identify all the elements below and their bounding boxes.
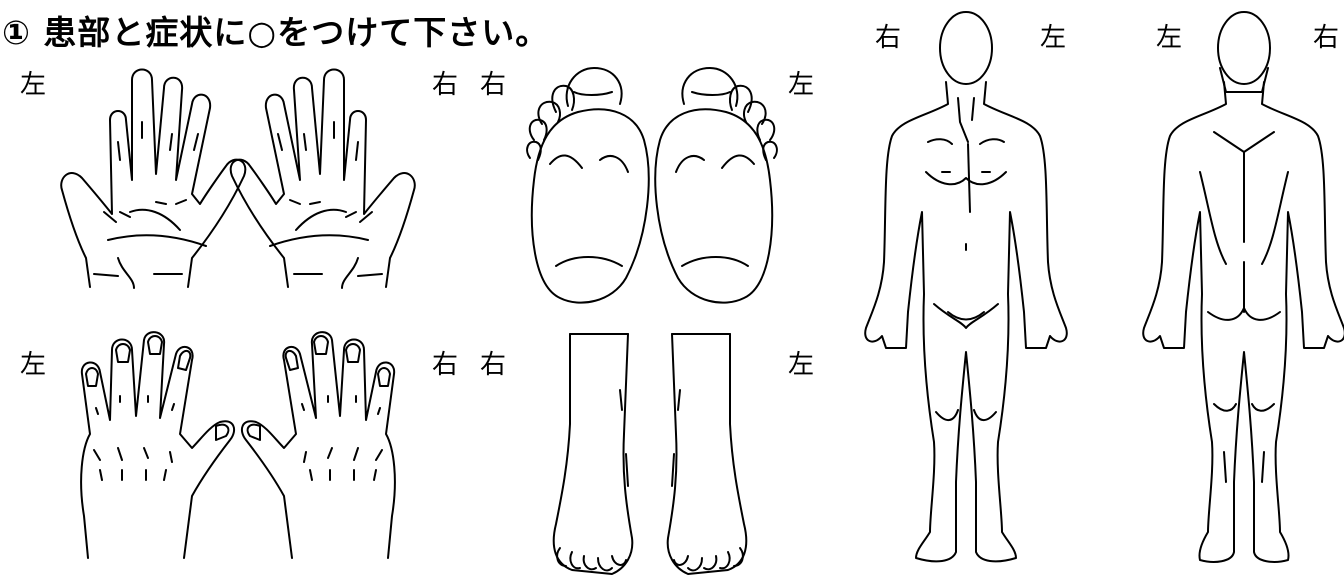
- left-foot-front-figure[interactable]: [668, 334, 758, 578]
- label-palms-right: 右: [432, 72, 458, 98]
- label-soles-left: 左: [788, 72, 814, 98]
- right-sole-figure[interactable]: [530, 60, 660, 310]
- right-foot-front-figure[interactable]: [562, 334, 652, 578]
- body-front-figure[interactable]: [876, 12, 1066, 572]
- right-hand-back-figure[interactable]: [236, 330, 426, 570]
- left-hand-back-figure[interactable]: [60, 330, 250, 570]
- label-palms-left: 左: [20, 72, 46, 98]
- right-palm-figure[interactable]: [226, 62, 416, 292]
- left-palm-figure[interactable]: [60, 62, 250, 292]
- label-feet-left: 左: [788, 352, 814, 378]
- body-back-figure[interactable]: [1154, 12, 1344, 572]
- instruction-title: ① 患部と症状に○をつけて下さい。: [2, 6, 549, 54]
- label-backs-right: 右: [432, 352, 458, 378]
- left-sole-figure[interactable]: [656, 60, 786, 310]
- label-feet-right: 右: [480, 352, 506, 378]
- label-backs-left: 左: [20, 352, 46, 378]
- label-soles-right: 右: [480, 72, 506, 98]
